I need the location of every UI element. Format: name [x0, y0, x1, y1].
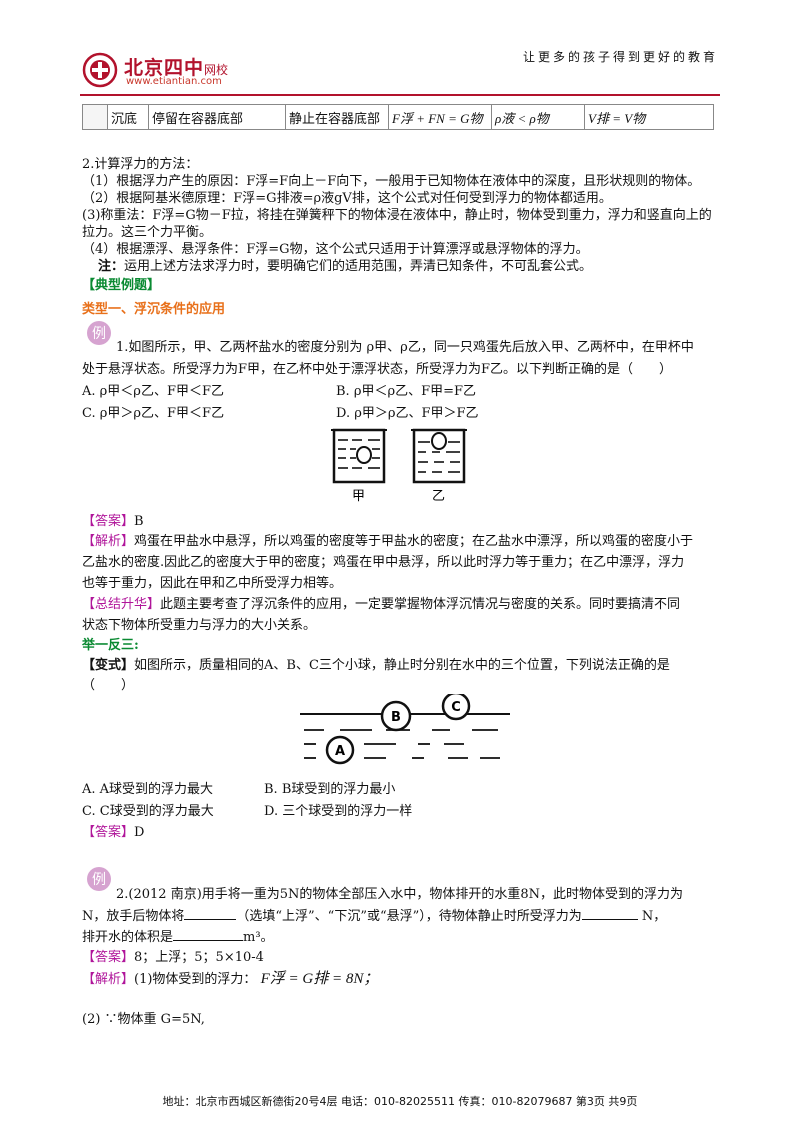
- method-3-line1: (3)称重法：F浮=G物－F拉，将挂在弹簧秤下的物体浸在液体中，静止时，物体受到…: [82, 208, 712, 223]
- example-1-analysis-line1: 【解析】鸡蛋在甲盐水中悬浮，所以鸡蛋的密度等于甲盐水的密度；在乙盐水中漂浮，所以…: [82, 534, 694, 549]
- blank-buoyancy[interactable]: [581, 919, 638, 920]
- variant-option-a[interactable]: A. A球受到的浮力最大: [82, 782, 214, 797]
- method-note: 注：运用上述方法求浮力时，要明确它们的适用范围，弄清已知条件，不可乱套公式。: [98, 257, 592, 276]
- analysis-label: 【解析】: [82, 534, 135, 549]
- example-2-analysis-line2: (2) ∵物体重 G=5N,: [82, 1012, 205, 1027]
- method-3-line2: 拉力。这三个力平衡。: [82, 225, 213, 240]
- beaker-figure: 甲 乙: [331, 428, 467, 504]
- ball-c: C: [441, 694, 471, 721]
- header-divider: [80, 94, 720, 96]
- variant-heading: 举一反三:: [82, 638, 139, 653]
- variant-option-d[interactable]: D. 三个球受到的浮力一样: [264, 804, 413, 819]
- answer-value: 8；上浮；5；5×10-4: [134, 950, 264, 965]
- example-1-stem-line2: 处于悬浮状态。所受浮力为F甲，在乙杯中处于漂浮状态，所受浮力为F乙。以下判断正确…: [82, 362, 673, 377]
- example-2-answer: 【答案】8；上浮；5；5×10-4: [82, 948, 264, 967]
- example-1-analysis-line2: 乙盐水的密度.因此乙的密度大于甲的密度；鸡蛋在甲中悬浮，所以此时浮力等于重力；在…: [82, 555, 685, 570]
- condition-cell: 静止在容器底部: [285, 104, 389, 130]
- option-d[interactable]: D. ρ甲＞ρ乙、F甲＞F乙: [336, 406, 479, 421]
- method-1: （1）根据浮力产生的原因：F浮=F向上－F向下，一般用于已知物体在液体中的深度，…: [82, 174, 701, 189]
- summary-label: 【总结升华】: [82, 597, 161, 612]
- note-label: 注：: [98, 259, 125, 274]
- formula-buoyancy: F浮 = G排 = 8N；: [260, 971, 379, 987]
- example-1-analysis-line3: 也等于重力，因此在甲和乙中所受浮力相等。: [82, 576, 343, 591]
- methods-title: 2.计算浮力的方法：: [82, 157, 199, 172]
- variant-option-c[interactable]: C. C球受到的浮力最大: [82, 804, 214, 819]
- ball-a: A: [325, 735, 355, 765]
- example-2-analysis-line1: 【解析】(1)物体受到的浮力： F浮 = G排 = 8N；: [82, 971, 379, 987]
- answer-label: 【答案】: [82, 825, 135, 840]
- description-cell: 停留在容器底部: [148, 104, 286, 130]
- state-cell: 沉底: [107, 104, 149, 130]
- example-1-summary-line2: 状态下物体所受重力与浮力的大小关系。: [82, 618, 317, 633]
- example-2-stem-line2: N，放手后物体将（选填“上浮”、“下沉”或“悬浮”），待物体静止时所受浮力为 N…: [82, 909, 667, 924]
- sink-condition-table: 沉底 停留在容器底部 静止在容器底部 F浮 + FN = G物 ρ液 < ρ物 …: [82, 104, 714, 130]
- volume-cell: V排 = V物: [584, 104, 714, 130]
- svg-text:A: A: [335, 744, 345, 759]
- svg-text:例: 例: [92, 872, 106, 888]
- force-equation-cell: F浮 + FN = G物: [388, 104, 492, 130]
- table-row: 沉底 停留在容器底部 静止在容器底部 F浮 + FN = G物 ρ液 < ρ物 …: [82, 104, 714, 130]
- page-footer: 地址：北京市西城区新德街20号4层 电话：010-82025511 传真：010…: [162, 1095, 638, 1108]
- analysis-label: 【解析】: [82, 972, 135, 987]
- example-badge-icon: 例: [87, 321, 111, 345]
- variant-label: 【变式】: [82, 658, 135, 673]
- cup-label-jia: 甲: [352, 489, 365, 504]
- variant-option-b[interactable]: B. B球受到的浮力最小: [264, 782, 396, 797]
- beaker-yi: 乙: [411, 428, 467, 504]
- site-logo[interactable]: 北京四中网校 www.etiantian.com: [82, 50, 272, 90]
- method-2: （2）根据阿基米德原理：F浮=G排液=ρ液gV排，这个公式对任何受到浮力的物体都…: [82, 191, 612, 206]
- section-typical-examples: 【典型例题】: [82, 278, 161, 293]
- example-badge-icon: 例: [87, 867, 111, 891]
- section-type-1: 类型一、浮沉条件的应用: [82, 302, 226, 317]
- option-a[interactable]: A. ρ甲＜ρ乙、F甲＜F乙: [82, 384, 224, 399]
- example-1-answer: 【答案】B: [82, 512, 144, 531]
- svg-text:C: C: [451, 700, 461, 715]
- option-c[interactable]: C. ρ甲＞ρ乙、F甲＜F乙: [82, 406, 225, 421]
- logo-url: www.etiantian.com: [126, 76, 222, 87]
- header-slogan: 让更多的孩子得到更好的教育: [522, 50, 718, 64]
- logo-emblem-icon: [82, 52, 118, 88]
- option-b[interactable]: B. ρ甲＜ρ乙、F甲=F乙: [336, 384, 477, 399]
- svg-text:例: 例: [92, 326, 106, 342]
- variant-stem-line2: （ ）: [82, 678, 135, 693]
- variant-answer: 【答案】D: [82, 823, 144, 842]
- density-cell: ρ液 < ρ物: [491, 104, 585, 130]
- ball-b: B: [380, 700, 412, 732]
- svg-text:B: B: [391, 710, 401, 725]
- beaker-jia: 甲: [331, 428, 387, 504]
- logo-name: 北京四中网校: [124, 57, 229, 79]
- table-spacer-cell: [82, 104, 108, 130]
- variant-stem-line1: 【变式】如图所示，质量相同的A、B、C三个小球，静止时分别在水中的三个位置，下列…: [82, 658, 670, 673]
- blank-float-state[interactable]: [184, 919, 237, 920]
- cup-label-yi: 乙: [432, 489, 445, 504]
- answer-value: D: [134, 825, 145, 840]
- example-1-summary-line1: 【总结升华】此题主要考查了浮沉条件的应用，一定要掌握物体浮沉情况与密度的关系。同…: [82, 597, 681, 612]
- blank-volume[interactable]: [173, 940, 244, 941]
- note-text: 运用上述方法求浮力时，要明确它们的适用范围，弄清已知条件，不可乱套公式。: [124, 259, 593, 274]
- answer-label: 【答案】: [82, 514, 135, 529]
- method-4: （4）根据漂浮、悬浮条件：F浮=G物，这个公式只适用于计算漂浮或悬浮物体的浮力。: [82, 242, 589, 257]
- example-1-stem-line1: 1.如图所示，甲、乙两杯盐水的密度分别为 ρ甲、ρ乙，同一只鸡蛋先后放入甲、乙两…: [116, 340, 694, 355]
- answer-value: B: [134, 514, 144, 529]
- answer-label: 【答案】: [82, 950, 135, 965]
- balls-figure: A B C: [300, 694, 510, 765]
- example-2-stem-line1: 2.(2012 南京)用手将一重为5N的物体全部压入水中，物体排开的水重8N，此…: [116, 887, 684, 902]
